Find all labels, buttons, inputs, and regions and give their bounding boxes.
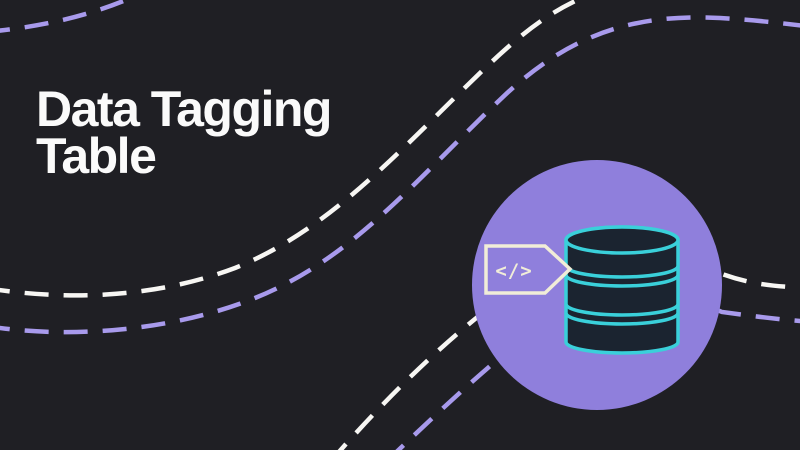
dashed-curve-top-left (0, 0, 132, 33)
dashed-curve-main-purple (0, 15, 800, 335)
dashed-curve-main-white (0, 0, 583, 298)
page-title-line-2: Table (36, 128, 157, 184)
page-title: Data Tagging Table (36, 81, 332, 184)
database-icon (564, 225, 680, 355)
dashed-curve-bottom-purple (395, 293, 800, 450)
code-tag-label: </> (495, 260, 532, 282)
code-tag-icon: </> (484, 244, 573, 295)
page-title-line-1: Data Tagging (36, 81, 332, 137)
